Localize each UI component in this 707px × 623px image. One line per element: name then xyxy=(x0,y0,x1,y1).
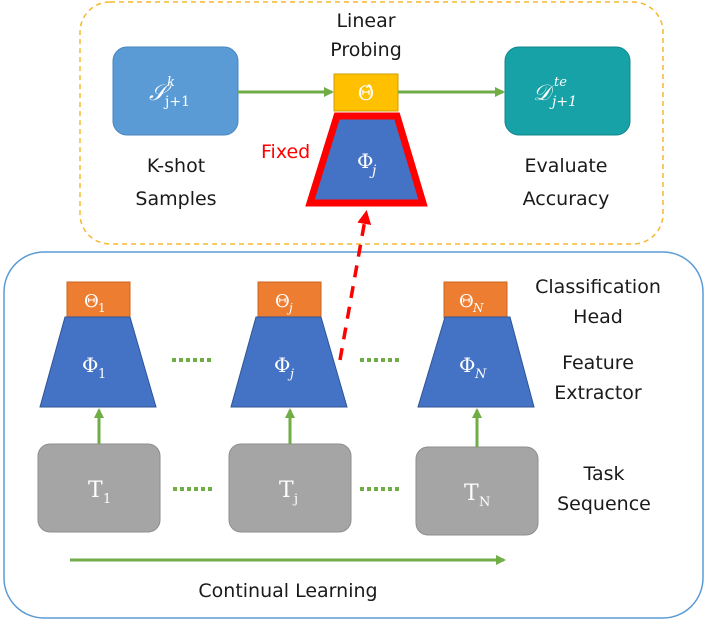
task-j-sub: j xyxy=(292,492,298,507)
head-j-symbol: Θ xyxy=(275,291,290,312)
probe-head-box xyxy=(333,73,399,112)
fixed-label: Fixed xyxy=(261,141,310,163)
classification-head-1 xyxy=(66,281,131,319)
fixed-extractor-symbol: Φ xyxy=(357,149,373,173)
task-1-symbol: T xyxy=(88,478,103,503)
copy-arrow xyxy=(338,210,372,361)
continual-learning-label: Continual Learning xyxy=(198,580,377,602)
feature-extractor-label: Feature xyxy=(562,352,634,374)
extractor-j-sub: j xyxy=(287,367,294,382)
support-set-box xyxy=(112,46,239,136)
fixed-extractor-trapezoid xyxy=(305,112,428,207)
kshot-label: K-shot xyxy=(147,155,205,177)
classification-head-label-2: Head xyxy=(573,306,623,328)
head-1-sub: 1 xyxy=(98,301,106,315)
task-1-sub: 1 xyxy=(103,492,111,507)
task-n-sub: N xyxy=(479,495,490,510)
classification-head-n xyxy=(443,281,508,319)
evaluate-label: Evaluate xyxy=(525,155,608,177)
support-set-sub: j+1 xyxy=(163,94,190,110)
feature-extractor-1 xyxy=(39,316,157,408)
linear-probing-label: Linear xyxy=(336,10,395,32)
task-n-symbol: T xyxy=(464,481,479,506)
head-n-sub: N xyxy=(472,301,484,315)
fixed-extractor-sub: j xyxy=(369,163,377,179)
probe-head-symbol: Θ̂ xyxy=(358,81,374,105)
task-sequence-label-2: Sequence xyxy=(557,493,651,515)
test-set-sub: j+1 xyxy=(549,94,577,110)
extractor-1-symbol: Φ xyxy=(82,353,98,377)
feature-extractor-label-2: Extractor xyxy=(554,382,642,404)
classification-head-j xyxy=(257,281,322,319)
linear-probing-panel xyxy=(79,1,664,245)
test-set-sup: te xyxy=(554,75,567,90)
extractor-j-symbol: Φ xyxy=(274,353,290,377)
classification-head-label: Classification xyxy=(535,276,661,298)
support-set-sup: k xyxy=(167,75,175,90)
test-set-symbol: 𝒟 xyxy=(533,81,555,106)
feature-extractor-j xyxy=(230,316,348,408)
test-set-box xyxy=(504,46,631,136)
head-j-sub: j xyxy=(286,301,293,315)
head-n-symbol: Θ xyxy=(459,291,474,312)
task-sequence-label: Task xyxy=(582,463,624,485)
evaluate-label-2: Accuracy xyxy=(523,188,610,210)
continual-learning-panel xyxy=(3,251,704,619)
kshot-label-2: Samples xyxy=(135,188,216,210)
task-j-symbol: T xyxy=(279,478,294,503)
extractor-1-sub: 1 xyxy=(98,367,106,382)
linear-probing-label-2: Probing xyxy=(330,39,402,61)
head-1-symbol: Θ xyxy=(84,291,99,312)
extractor-n-symbol: Φ xyxy=(459,353,475,377)
feature-extractor-n xyxy=(417,316,535,408)
extractor-n-sub: N xyxy=(474,367,487,382)
